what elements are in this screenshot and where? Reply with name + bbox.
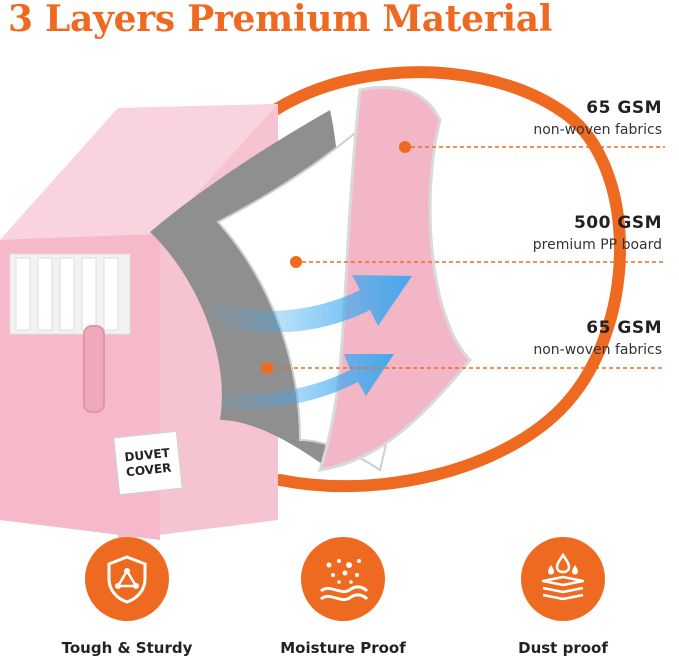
orange-swoosh [224, 66, 626, 493]
feature-circle [521, 537, 605, 621]
feature-circle [301, 537, 385, 621]
shield-icon [107, 555, 147, 604]
layer-desc: premium PP board [532, 237, 662, 253]
moisture-icon [320, 559, 369, 602]
layer-gsm: 65 GSM [586, 318, 662, 338]
feature-label: Tough & Sturdy [61, 639, 193, 657]
feature-circle [85, 537, 169, 621]
feature-label: Dust proof [518, 639, 608, 657]
box-handle [83, 325, 105, 413]
feature-dust-proof: Dust proof [483, 537, 643, 657]
dust-proof-icon [541, 552, 585, 601]
layer-desc: non-woven fabrics [533, 122, 662, 138]
box-window [9, 253, 131, 335]
feature-label: Moisture Proof [280, 639, 406, 657]
duvet-cover-label: DUVET COVER [113, 430, 183, 496]
layer-gsm: 500 GSM [573, 213, 662, 233]
layer-spec-top: 65 GSM non-woven fabrics [533, 98, 662, 138]
box-top [0, 104, 278, 240]
layer-gsm: 65 GSM [586, 98, 662, 118]
layer-desc: non-woven fabrics [533, 342, 662, 358]
layer-spec-bottom: 65 GSM non-woven fabrics [533, 318, 662, 358]
feature-moisture-proof: Moisture Proof [263, 537, 423, 657]
product-illustration [0, 66, 665, 540]
callout-dot-1 [399, 141, 411, 153]
callout-dot-2 [290, 256, 302, 268]
airflow-arrow-top [210, 275, 412, 333]
feature-tough-sturdy: Tough & Sturdy [47, 537, 207, 657]
label-line-2: COVER [125, 460, 173, 480]
callout-dot-3 [261, 362, 273, 374]
page-title: 3 Layers Premium Material [8, 0, 553, 40]
layer-spec-middle: 500 GSM premium PP board [533, 213, 662, 253]
